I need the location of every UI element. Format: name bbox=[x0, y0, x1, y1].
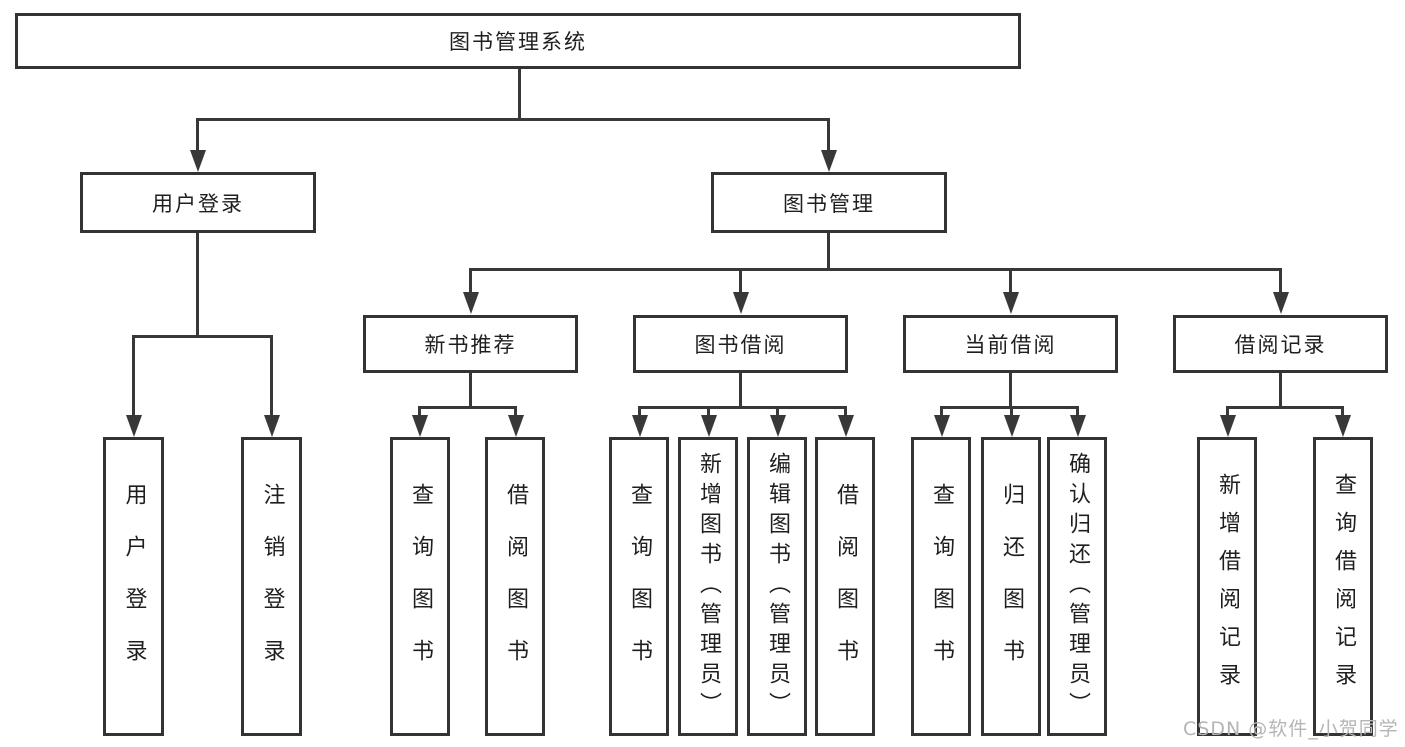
connector-line bbox=[469, 373, 472, 408]
leaf-label: 新增借阅记录 bbox=[1215, 472, 1240, 701]
connector-line bbox=[707, 406, 710, 416]
node-user-login: 用户登录 bbox=[80, 172, 316, 233]
node-current-borrowing: 当前借阅 bbox=[903, 315, 1118, 373]
connector-line bbox=[196, 118, 830, 121]
arrow-down-icon bbox=[733, 292, 749, 314]
connector-line bbox=[739, 373, 742, 408]
connector-line bbox=[1279, 268, 1282, 293]
arrow-down-icon bbox=[1273, 292, 1289, 314]
leaf-add-borrow-record: 新增借阅记录 bbox=[1197, 437, 1257, 736]
arrow-down-icon bbox=[632, 415, 648, 437]
leaf-label: 用户登录 bbox=[121, 482, 147, 691]
arrow-down-icon bbox=[463, 292, 479, 314]
leaf-label: 借阅图书 bbox=[833, 482, 858, 691]
leaf-user-login: 用户登录 bbox=[103, 437, 164, 736]
leaf-confirm-return-admin: 确认归还（管理员） bbox=[1047, 437, 1107, 736]
connector-line bbox=[638, 406, 847, 409]
leaf-label: 查询图书 bbox=[627, 482, 652, 691]
connector-line bbox=[844, 406, 847, 416]
arrow-down-icon bbox=[1070, 415, 1086, 437]
node-label: 图书管理系统 bbox=[449, 30, 587, 54]
csdn-watermark: CSDN @软件_小贺同学 bbox=[1183, 718, 1399, 740]
arrow-down-icon bbox=[412, 415, 428, 437]
leaf-query-books-borrowing: 查询图书 bbox=[609, 437, 669, 736]
leaf-borrow-books-recommend: 借阅图书 bbox=[485, 437, 545, 736]
connector-line bbox=[940, 406, 1079, 409]
leaf-label: 编辑图书（管理员） bbox=[765, 451, 790, 722]
connector-line bbox=[1009, 268, 1012, 293]
arrow-down-icon bbox=[1335, 415, 1351, 437]
leaf-query-books-current: 查询图书 bbox=[911, 437, 971, 736]
leaf-borrow-books: 借阅图书 bbox=[815, 437, 875, 736]
connector-line bbox=[1076, 406, 1079, 416]
node-new-book-recommendation: 新书推荐 bbox=[363, 315, 578, 373]
connector-line bbox=[1341, 406, 1344, 416]
connector-line bbox=[940, 406, 943, 416]
leaf-query-borrow-record: 查询借阅记录 bbox=[1313, 437, 1373, 736]
node-label: 当前借阅 bbox=[964, 333, 1057, 357]
connector-line bbox=[827, 118, 830, 152]
connector-line bbox=[739, 268, 742, 293]
arrow-down-icon bbox=[934, 415, 950, 437]
node-label: 借阅记录 bbox=[1234, 333, 1327, 357]
arrow-down-icon bbox=[1004, 415, 1020, 437]
connector-line bbox=[1009, 373, 1012, 408]
arrow-down-icon bbox=[1003, 292, 1019, 314]
leaf-return-books: 归还图书 bbox=[981, 437, 1041, 736]
arrow-down-icon bbox=[190, 150, 206, 172]
node-label: 用户登录 bbox=[152, 191, 244, 216]
leaf-query-books-recommend: 查询图书 bbox=[390, 437, 450, 736]
connector-line bbox=[469, 268, 1282, 271]
connector-line bbox=[196, 233, 199, 335]
connector-line bbox=[1226, 406, 1229, 416]
node-borrowing-records: 借阅记录 bbox=[1173, 315, 1388, 373]
node-label: 新书推荐 bbox=[424, 333, 517, 357]
leaf-label: 借阅图书 bbox=[503, 482, 528, 691]
arrow-down-icon bbox=[821, 150, 837, 172]
connector-line bbox=[418, 406, 421, 416]
connector-line bbox=[469, 268, 472, 293]
leaf-label: 确认归还（管理员） bbox=[1065, 451, 1090, 722]
node-book-borrowing: 图书借阅 bbox=[633, 315, 848, 373]
connector-line bbox=[132, 335, 273, 338]
connector-line bbox=[514, 406, 517, 416]
node-library-management-system: 图书管理系统 bbox=[15, 13, 1021, 69]
arrow-down-icon bbox=[701, 415, 717, 437]
connector-line bbox=[1010, 406, 1013, 416]
arrow-down-icon bbox=[838, 415, 854, 437]
arrow-down-icon bbox=[264, 415, 280, 437]
connector-line bbox=[418, 406, 517, 409]
arrow-down-icon bbox=[1220, 415, 1236, 437]
leaf-label: 归还图书 bbox=[999, 482, 1024, 691]
leaf-label: 注销登录 bbox=[259, 482, 285, 691]
leaf-logout: 注销登录 bbox=[241, 437, 302, 736]
node-label: 图书借阅 bbox=[694, 333, 787, 357]
connector-line bbox=[1226, 406, 1344, 409]
leaf-label: 新增图书（管理员） bbox=[696, 451, 721, 722]
node-label: 图书管理 bbox=[783, 191, 875, 216]
node-book-management: 图书管理 bbox=[711, 172, 947, 233]
arrow-down-icon bbox=[126, 415, 142, 437]
arrow-down-icon bbox=[770, 415, 786, 437]
connector-line bbox=[196, 118, 199, 152]
connector-line bbox=[518, 69, 521, 118]
connector-line bbox=[1279, 373, 1282, 408]
connector-line bbox=[827, 233, 830, 269]
connector-line bbox=[270, 335, 273, 415]
connector-line bbox=[638, 406, 641, 416]
leaf-label: 查询图书 bbox=[408, 482, 433, 691]
arrow-down-icon bbox=[508, 415, 524, 437]
leaf-label: 查询借阅记录 bbox=[1331, 472, 1356, 701]
leaf-label: 查询图书 bbox=[929, 482, 954, 691]
leaf-add-book-admin: 新增图书（管理员） bbox=[678, 437, 738, 736]
connector-line bbox=[132, 335, 135, 415]
connector-line bbox=[776, 406, 779, 416]
leaf-edit-book-admin: 编辑图书（管理员） bbox=[747, 437, 807, 736]
